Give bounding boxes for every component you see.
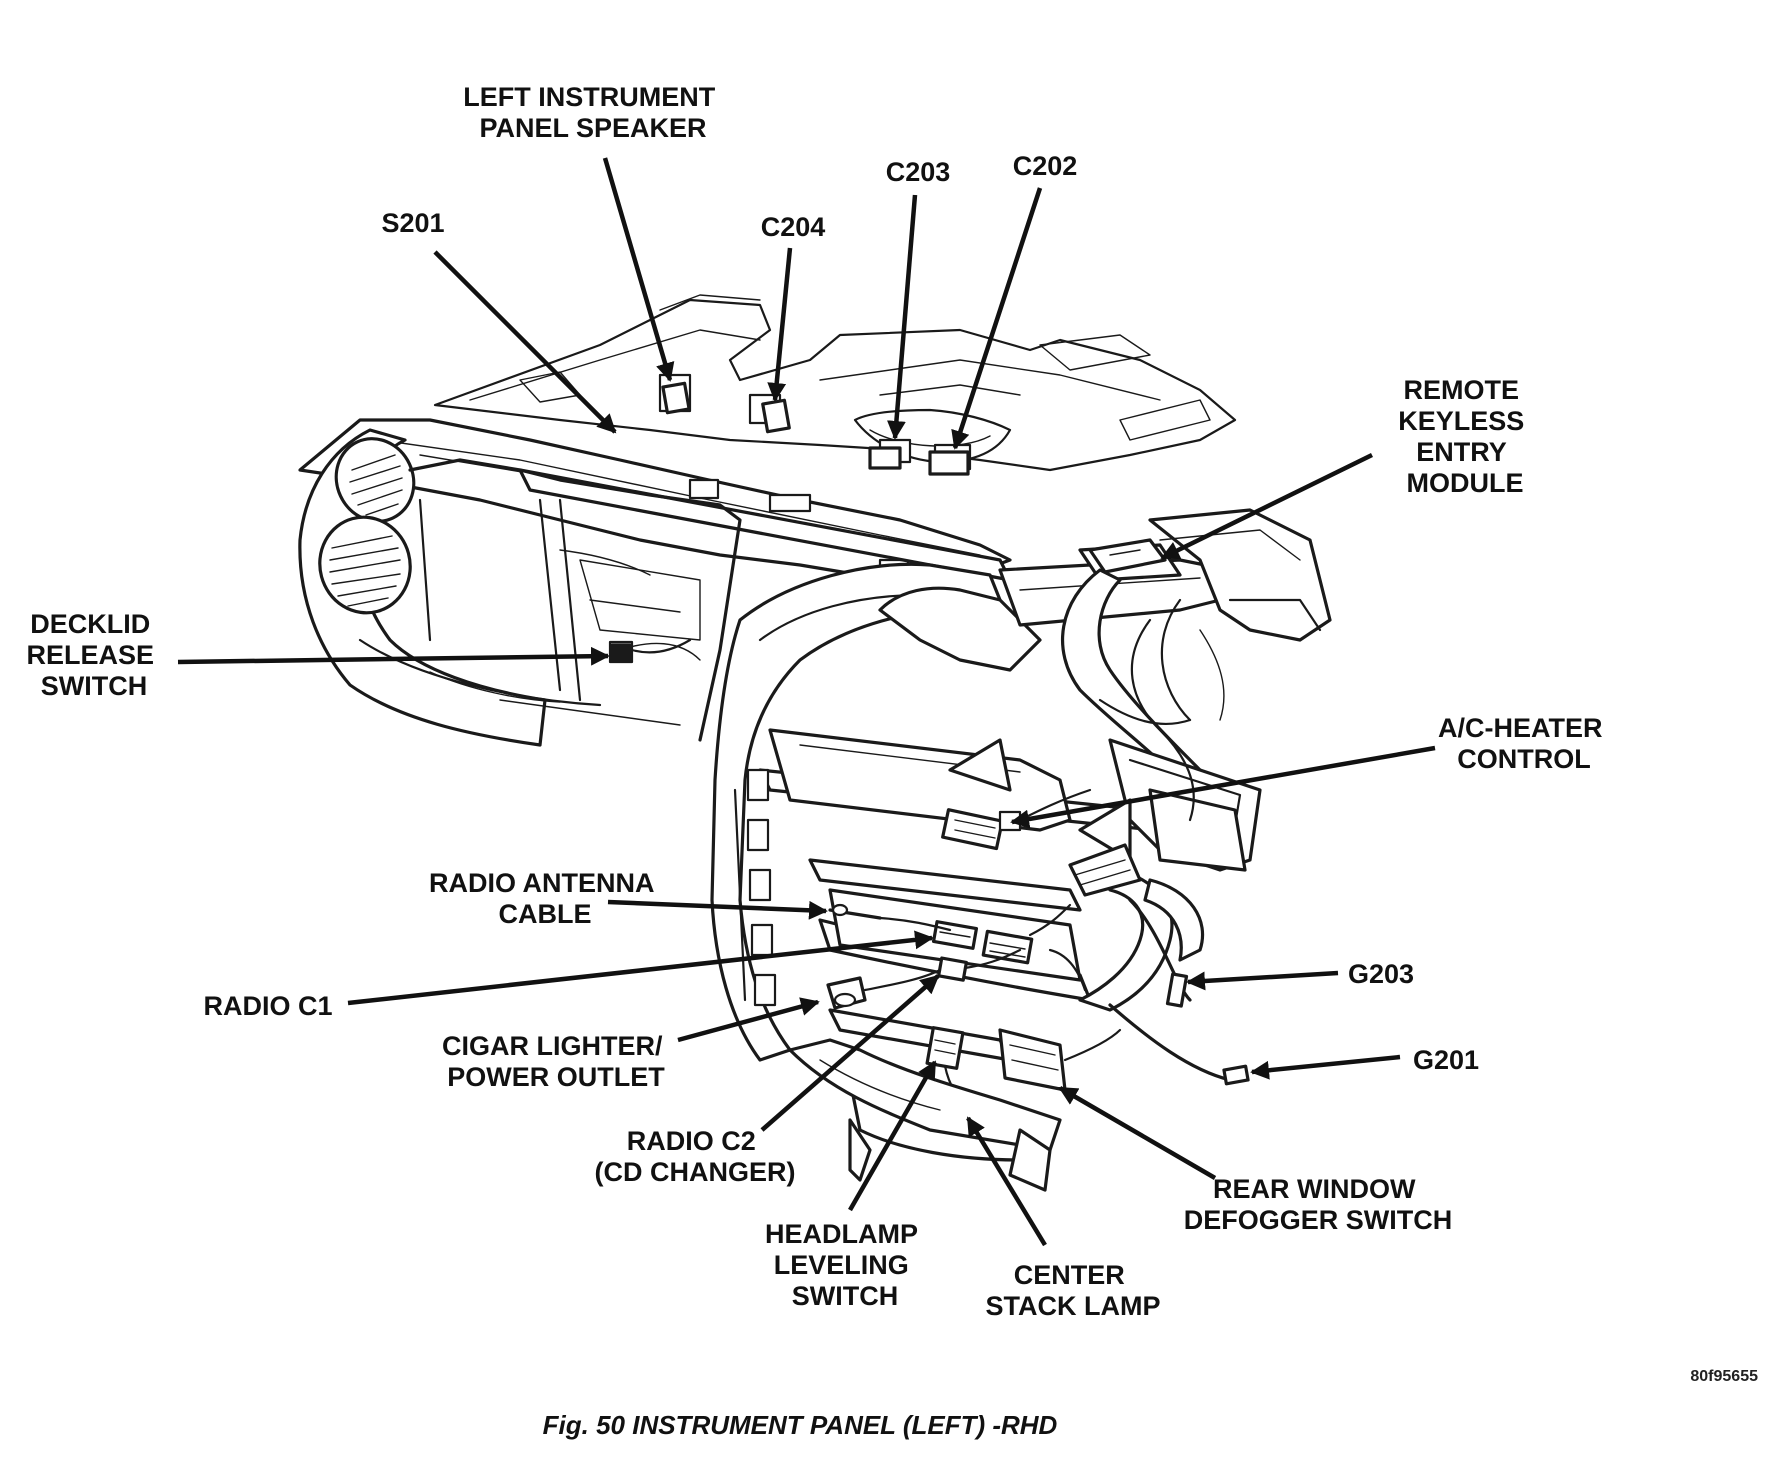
leader-headlamp-leveling-switch	[848, 1060, 937, 1212]
leader-rear-window-defogger-switch	[1058, 1086, 1217, 1180]
label-decklid-release-switch: DECKLID RELEASE SWITCH	[26, 609, 161, 701]
label-radio-c2-cd-changer: RADIO C2 (CD CHANGER)	[595, 1126, 796, 1187]
label-c202: C202	[1013, 151, 1078, 181]
label-remote-keyless-entry-module: REMOTE KEYLESS ENTRY MODULE	[1398, 375, 1532, 498]
label-c204: C204	[761, 212, 826, 242]
label-cigar-lighter-power-outlet: CIGAR LIGHTER/ POWER OUTLET	[442, 1031, 670, 1092]
leader-g201	[1250, 1054, 1401, 1080]
label-headlamp-leveling-switch: HEADLAMP LEVELING SWITCH	[765, 1219, 925, 1311]
label-radio-c1: RADIO C1	[203, 991, 332, 1021]
label-center-stack-lamp: CENTER STACK LAMP	[986, 1260, 1161, 1321]
leader-lines	[177, 157, 1436, 1247]
leader-center-stack-lamp	[966, 1116, 1047, 1247]
leader-remote-keyless-entry-module	[1160, 452, 1373, 561]
leader-c203	[886, 194, 918, 440]
leader-c202	[951, 187, 1043, 450]
leader-left-instrument-panel-speaker	[602, 157, 675, 382]
label-rear-window-defogger-switch: REAR WINDOW DEFOGGER SWITCH	[1184, 1174, 1453, 1235]
label-ac-heater-control: A/C-HEATER CONTROL	[1438, 713, 1610, 774]
leader-s201	[433, 250, 617, 434]
label-s201: S201	[381, 208, 444, 238]
leader-decklid-release-switch	[177, 646, 610, 666]
leader-ac-heater-control	[1010, 745, 1436, 829]
leader-radio-antenna-cable	[607, 899, 828, 920]
label-g201: G201	[1413, 1045, 1479, 1075]
label-radio-antenna-cable: RADIO ANTENNA CABLE	[429, 868, 661, 929]
label-g203: G203	[1348, 959, 1414, 989]
leader-radio-c1	[347, 930, 934, 1006]
leader-cigar-lighter-power-outlet	[677, 997, 820, 1043]
figure-id: 80f95655	[1690, 1368, 1758, 1385]
label-c203: C203	[886, 157, 951, 187]
leader-c204	[767, 247, 793, 402]
label-left-instrument-panel-speaker: LEFT INSTRUMENT PANEL SPEAKER	[463, 82, 723, 143]
instrument-panel-drawing	[298, 294, 1332, 1192]
figure-caption: Fig. 50 INSTRUMENT PANEL (LEFT) -RHD	[542, 1410, 1058, 1440]
leader-g203	[1186, 970, 1339, 991]
callout-labels: LEFT INSTRUMENT PANEL SPEAKER S201 C204 …	[26, 82, 1610, 1321]
leader-radio-c2-cd-changer	[760, 974, 940, 1132]
